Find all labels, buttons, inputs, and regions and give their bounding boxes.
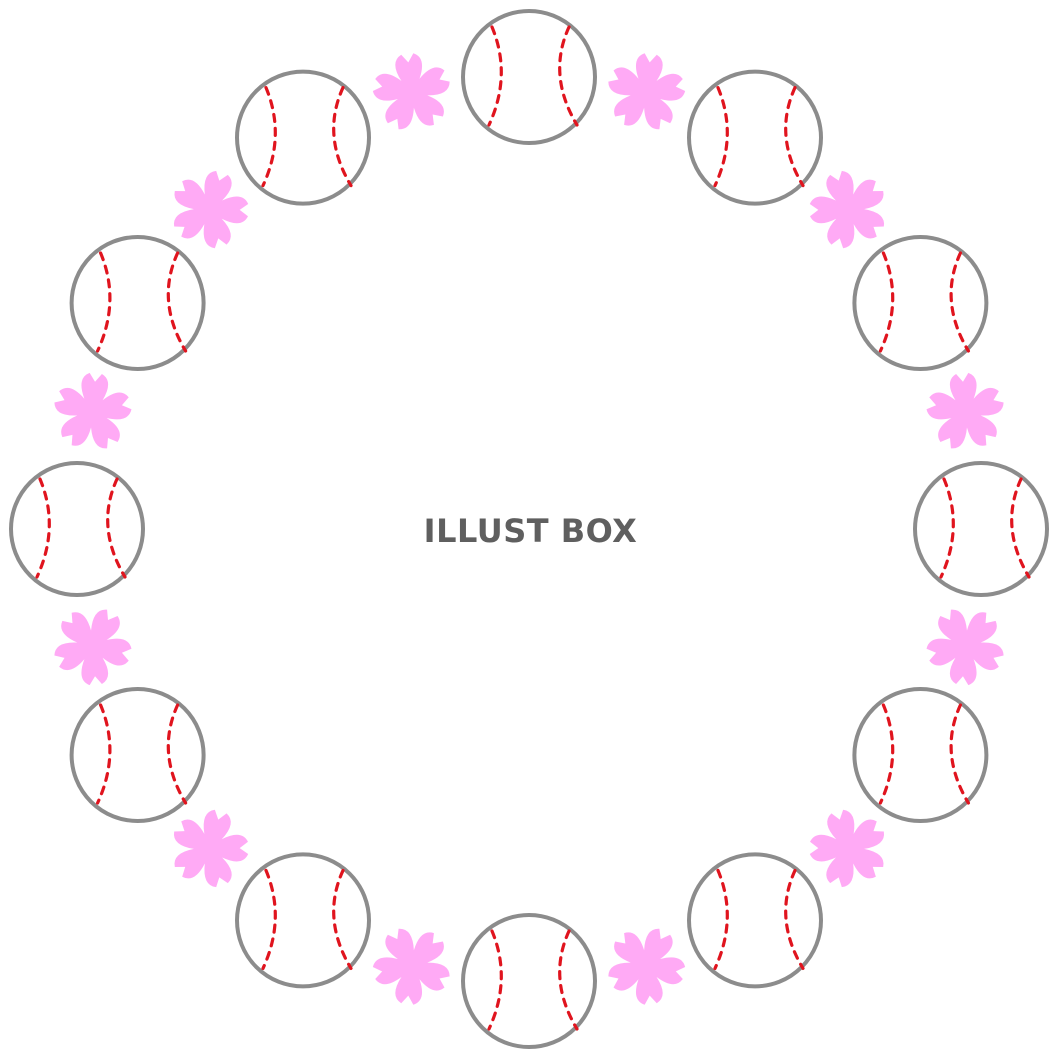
baseball-icon bbox=[69, 235, 206, 371]
cherry-blossom-icon bbox=[926, 609, 1004, 686]
cherry-blossom-icon bbox=[173, 170, 249, 249]
watermark-text: ILLUST BOX bbox=[423, 512, 638, 550]
cherry-blossom-icon bbox=[608, 53, 686, 130]
cherry-blossom-icon bbox=[372, 53, 450, 130]
cherry-blossom-icon bbox=[54, 372, 132, 449]
baseball-icon bbox=[687, 69, 823, 206]
baseball-icon bbox=[69, 687, 206, 823]
baseball-icon bbox=[235, 852, 371, 989]
cherry-blossom-icon bbox=[173, 809, 249, 888]
cherry-blossom-icon bbox=[809, 170, 885, 249]
cherry-blossom-icon bbox=[926, 372, 1004, 449]
cherry-blossom-icon bbox=[54, 609, 132, 686]
baseball-icon bbox=[461, 913, 597, 1049]
cherry-blossom-icon bbox=[372, 928, 450, 1005]
baseball-icon bbox=[852, 687, 989, 823]
baseball-icon bbox=[852, 235, 989, 371]
cherry-blossom-icon bbox=[608, 928, 686, 1005]
cherry-blossom-icon bbox=[809, 809, 885, 888]
baseball-icon bbox=[235, 69, 371, 206]
baseball-icon bbox=[461, 9, 597, 145]
blossoms-layer bbox=[54, 53, 1004, 1005]
baseball-icon bbox=[687, 852, 823, 989]
